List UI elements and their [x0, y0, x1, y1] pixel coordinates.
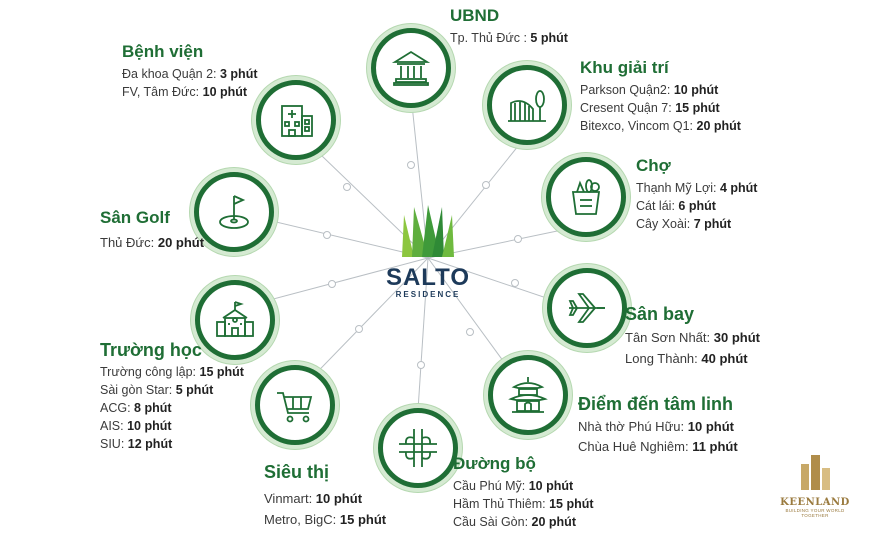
info-diem-den-tam-linh: Điểm đến tâm linh Nhà thờ Phú Hữu: 10 ph…	[578, 392, 738, 457]
list-item: Chùa Huê Nghiêm: 11 phút	[578, 439, 738, 454]
list-item: Đa khoa Quận 2: 3 phút	[122, 67, 258, 81]
category-title: Bệnh viện	[122, 42, 204, 61]
node-sieu-thi	[255, 365, 335, 445]
list-item: Vinmart: 10 phút	[264, 491, 363, 506]
info-khu-giai-tri: Khu giải trí Parkson Quận2: 10 phút Cres…	[580, 56, 741, 135]
category-title: UBND	[450, 6, 500, 25]
list-item: Cầu Phú Mỹ: 10 phút	[453, 479, 574, 493]
category-title: Sân bay	[625, 304, 695, 324]
list-item: Cát lái: 6 phút	[636, 199, 716, 213]
list-item: Hầm Thủ Thiêm: 15 phút	[453, 497, 594, 511]
info-duong-bo: Đường bộ Cầu Phú Mỹ: 10 phút Hầm Thủ Thi…	[453, 452, 594, 531]
list-item: SIU: 12 phút	[100, 437, 173, 451]
list-item: Tân Sơn Nhất: 30 phút	[625, 330, 760, 345]
golf-icon	[219, 195, 249, 229]
node-duong-bo	[378, 408, 458, 488]
node-truong-hoc	[195, 280, 275, 360]
list-item: ACG: 8 phút	[100, 401, 172, 415]
node-ubnd	[371, 28, 451, 108]
node-diem-den-tam-linh	[488, 355, 568, 435]
info-san-golf: Sân Golf Thủ Đức: 20 phút	[100, 206, 204, 252]
category-title: Siêu thị	[264, 462, 330, 482]
category-title: Trường học	[100, 340, 202, 360]
category-title: Khu giải trí	[580, 58, 669, 77]
airplane-icon	[568, 293, 605, 323]
grocery-bag-icon	[571, 179, 601, 215]
brand-tagline: BUILDING YOUR WORLD TOGETHER	[785, 508, 845, 518]
shopping-cart-icon	[277, 392, 313, 423]
category-title: Sân Golf	[100, 208, 170, 227]
amusement-park-icon	[508, 90, 546, 122]
category-title: Đường bộ	[453, 454, 536, 473]
road-interchange-icon	[399, 429, 437, 467]
list-item: Thạnh Mỹ Lợi: 4 phút	[636, 181, 758, 195]
hub-name: SALTO	[385, 264, 471, 291]
list-item: Sài gòn Star: 5 phút	[100, 383, 214, 397]
list-item: Thủ Đức: 20 phút	[100, 235, 205, 250]
list-item: Trường công lập: 15 phút	[100, 365, 244, 379]
list-item: Parkson Quận2: 10 phút	[580, 83, 719, 97]
category-title: Điểm đến tâm linh	[578, 394, 734, 414]
list-item: Nhà thờ Phú Hữu: 10 phút	[578, 419, 734, 434]
info-cho: Chợ Thạnh Mỹ Lợi: 4 phút Cát lái: 6 phút…	[636, 154, 757, 233]
list-item: Bitexco, Vincom Q1: 20 phút	[580, 119, 741, 133]
category-title: Chợ	[636, 156, 671, 175]
node-san-golf	[194, 172, 274, 252]
keenland-watermark: KEENLAND BUILDING YOUR WORLD TOGETHER	[776, 452, 854, 518]
info-ubnd: UBND Tp. Thủ Đức : 5 phút	[450, 4, 568, 47]
salto-logo-icon	[402, 205, 454, 257]
school-icon	[216, 301, 254, 337]
list-item: AIS: 10 phút	[100, 419, 172, 433]
list-item: Long Thành: 40 phút	[625, 351, 748, 366]
info-benh-vien: Bệnh viện Đa khoa Quận 2: 3 phút FV, Tâm…	[122, 40, 258, 101]
keenland-logo-icon	[801, 455, 830, 490]
pagoda-icon	[508, 377, 548, 413]
node-cho	[546, 157, 626, 237]
list-item: Cầu Sài Gòn: 20 phút	[453, 515, 576, 529]
hub-subtitle: RESIDENCE	[395, 290, 461, 299]
info-truong-hoc: Trường học Trường công lập: 15 phút Sài …	[100, 338, 244, 453]
brand-name: KEENLAND	[780, 497, 850, 508]
salto-hub: SALTO RESIDENCE	[368, 205, 488, 315]
list-item: Cresent Quận 7: 15 phút	[580, 101, 720, 115]
node-khu-giai-tri	[487, 65, 567, 145]
list-item: Cây Xoài: 7 phút	[636, 217, 732, 231]
info-san-bay: Sân bay Tân Sơn Nhất: 30 phút Long Thành…	[625, 302, 760, 369]
government-building-icon	[391, 50, 431, 86]
node-san-bay	[547, 268, 627, 348]
node-benh-vien	[256, 80, 336, 160]
list-item: Metro, BigC: 15 phút	[264, 512, 387, 527]
list-item: FV, Tâm Đức: 10 phút	[122, 85, 248, 99]
list-item: Tp. Thủ Đức : 5 phút	[450, 31, 568, 45]
hospital-icon	[281, 105, 313, 137]
info-sieu-thi: Siêu thị Vinmart: 10 phút Metro, BigC: 1…	[264, 460, 386, 530]
